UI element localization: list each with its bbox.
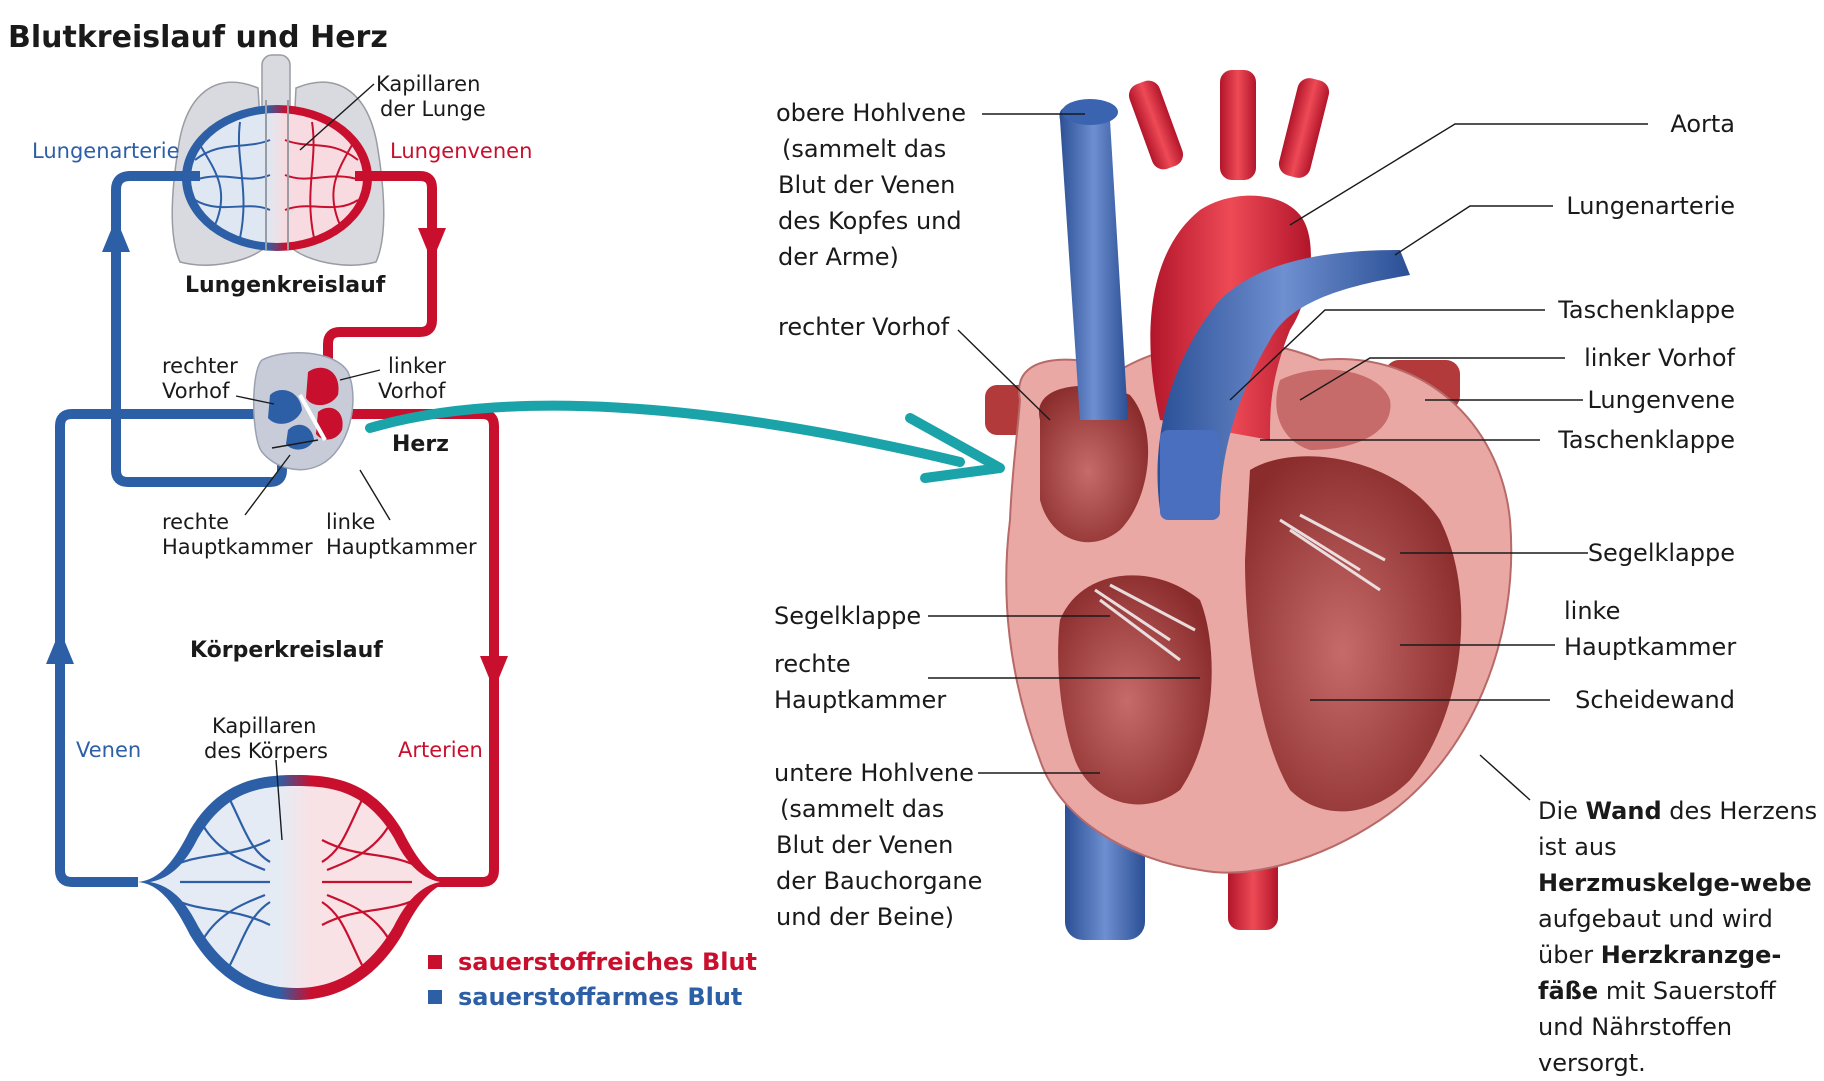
body-capillaries	[138, 775, 452, 1000]
heart-schematic	[253, 352, 354, 471]
label-superior-vena-cava-3: Blut der Venen	[778, 171, 955, 199]
label-semilunar-valve-bottom: Taschenklappe	[1557, 426, 1735, 454]
label-heart: Herz	[392, 432, 449, 457]
left-atrium-chamber	[1276, 369, 1391, 450]
left-ventricle-chamber	[1245, 456, 1462, 812]
legend-oxygen-rich: sauerstoffreiches Blut	[458, 948, 757, 976]
label-pulmonary-artery-heart: Lungenarterie	[1566, 192, 1735, 220]
label-left-ventricle-1: linke	[326, 510, 375, 534]
label-capillaries-body-2: des Körpers	[204, 739, 328, 763]
label-arteries: Arterien	[398, 738, 483, 762]
wall-note-text-2: des Herzens ist aus	[1538, 797, 1818, 861]
legend-oxygen-poor: sauerstoffarmes Blut	[458, 983, 742, 1011]
label-inferior-vena-cava-4: der Bauchorgane	[776, 867, 982, 895]
label-tricuspid-valve: Segelklappe	[774, 602, 921, 630]
heart-leader-lines	[928, 113, 1648, 801]
label-left-ventricle-heart-1: linke	[1564, 597, 1620, 625]
label-superior-vena-cava-5: der Arme)	[778, 243, 899, 271]
label-septum: Scheidewand	[1575, 686, 1735, 714]
label-systemic-circulation: Körperkreislauf	[190, 638, 383, 663]
label-pulmonary-vein: Lungenvene	[1587, 386, 1735, 414]
label-veins: Venen	[76, 738, 141, 762]
wall-note-bold-muscle: Herzmuskelge-webe	[1538, 869, 1812, 897]
label-right-ventricle-2: Hauptkammer	[162, 535, 313, 559]
label-pulmonary-circulation: Lungenkreislauf	[185, 273, 386, 298]
label-right-ventricle-heart-2: Hauptkammer	[774, 686, 946, 714]
wall-note-bold-coronary: Herzkranzge-fäße	[1538, 941, 1782, 1005]
label-left-ventricle-2: Hauptkammer	[326, 535, 477, 559]
right-ventricle-chamber	[1058, 575, 1212, 805]
circulation-diagram: Blutkreislauf und Herz	[8, 20, 1736, 1011]
label-superior-vena-cava-2: (sammelt das	[782, 135, 946, 163]
label-inferior-vena-cava-1: untere Hohlvene	[774, 759, 974, 787]
legend-swatch-oxygen-rich	[428, 955, 442, 969]
heart-labels-right: Aorta Lungenarterie Taschenklappe linker…	[1557, 110, 1736, 714]
label-right-atrium-1: rechter	[162, 354, 238, 378]
label-left-atrium-2: Vorhof	[378, 379, 446, 403]
label-capillaries-lung-1: Kapillaren	[376, 72, 480, 96]
blue-vessel-loop	[46, 171, 287, 887]
legend: sauerstoffreiches Blut sauerstoffarmes B…	[428, 948, 757, 1011]
connector-arrow	[365, 400, 1005, 483]
label-mitral-valve: Segelklappe	[1588, 539, 1735, 567]
heart-labels-left: obere Hohlvene (sammelt das Blut der Ven…	[774, 99, 982, 931]
wall-note-text-3: aufgebaut und wird über	[1538, 905, 1773, 969]
right-atrium-chamber	[1039, 385, 1149, 543]
wall-note-text-1: Die	[1538, 797, 1586, 825]
lungs-illustration	[171, 54, 385, 266]
wall-note-bold-wall: Wand	[1585, 797, 1662, 825]
label-superior-vena-cava-1: obere Hohlvene	[776, 99, 966, 127]
label-inferior-vena-cava-5: und der Beine)	[776, 903, 954, 931]
page-title: Blutkreislauf und Herz	[8, 20, 388, 55]
label-pulmonary-artery: Lungenarterie	[32, 139, 180, 163]
label-left-atrium-heart: linker Vorhof	[1584, 344, 1735, 372]
label-left-ventricle-heart-2: Hauptkammer	[1564, 633, 1736, 661]
label-semilunar-valve-top: Taschenklappe	[1557, 296, 1735, 324]
label-inferior-vena-cava-2: (sammelt das	[780, 795, 944, 823]
label-capillaries-body-1: Kapillaren	[212, 714, 316, 738]
heart-illustration	[985, 70, 1513, 940]
red-vessel-loop	[323, 171, 508, 887]
heart-wall-note: Die Wand des Herzens ist aus Herzmuskelg…	[1538, 793, 1823, 1081]
label-right-atrium: rechter Vorhof	[778, 313, 950, 341]
circulation-schema: Kapillaren der Lunge Lungenarterie Lunge…	[32, 54, 532, 1000]
label-superior-vena-cava-4: des Kopfes und	[778, 207, 962, 235]
label-pulmonary-veins: Lungenvenen	[390, 139, 532, 163]
legend-swatch-oxygen-poor	[428, 990, 442, 1004]
label-aorta: Aorta	[1670, 110, 1735, 138]
label-right-ventricle-1: rechte	[162, 510, 229, 534]
label-capillaries-lung-2: der Lunge	[380, 97, 486, 121]
label-right-atrium-2: Vorhof	[162, 379, 230, 403]
label-right-ventricle-heart-1: rechte	[774, 650, 851, 678]
label-left-atrium-1: linker	[388, 354, 446, 378]
label-inferior-vena-cava-3: Blut der Venen	[776, 831, 953, 859]
